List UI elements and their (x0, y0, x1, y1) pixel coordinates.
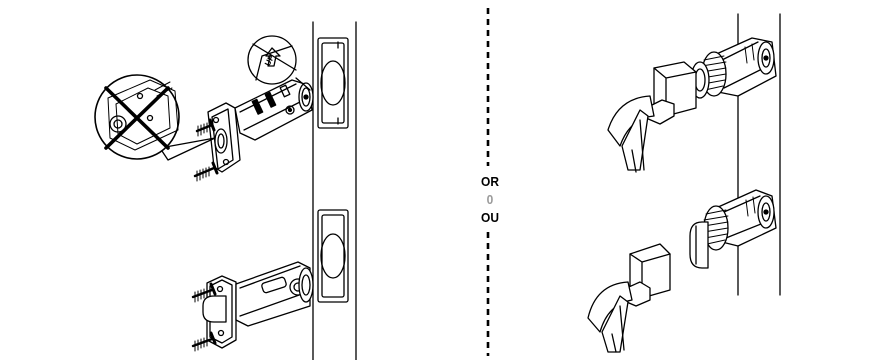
or-label-dutch: 0 (486, 192, 494, 207)
callout-pointer (159, 137, 216, 161)
screw-top-a (195, 118, 216, 137)
drive-in-latch-top (607, 37, 777, 173)
door-edge-left (312, 21, 357, 360)
screw-top-b (193, 161, 219, 182)
up-arrow-icon (265, 47, 281, 67)
or-label-english: OR (481, 174, 499, 189)
latch-assembly-bottom (191, 261, 314, 352)
up-detail-callout (247, 35, 311, 91)
drive-in-latch-bottom (587, 189, 777, 353)
door-bore-top (317, 37, 349, 129)
latch-assembly-top (193, 79, 314, 182)
crossed-circle-icon (94, 74, 180, 160)
or-label-french: OU (481, 210, 499, 225)
screw-bottom-b (191, 331, 217, 352)
screw-bottom-a (191, 282, 217, 303)
door-bore-bottom (317, 209, 349, 303)
